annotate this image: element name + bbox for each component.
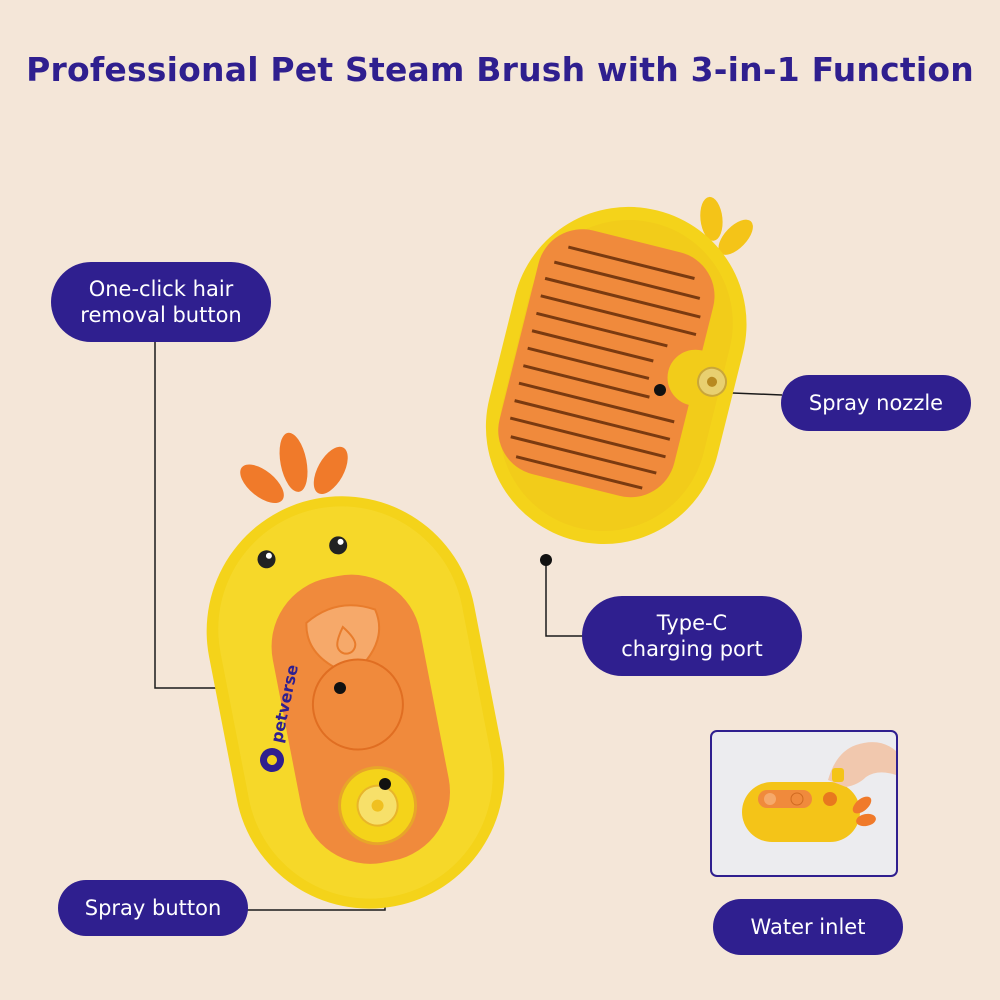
callout-hair-removal-line2: removal button (80, 303, 242, 327)
callout-hair-removal: One-click hair removal button (51, 262, 271, 342)
water-inlet-inset (710, 730, 898, 877)
callout-water-inlet-label: Water inlet (750, 915, 866, 939)
leader-type-c (545, 560, 584, 637)
callout-type-c-line1: Type-C (656, 611, 728, 635)
callout-spray-nozzle: Spray nozzle (781, 375, 971, 431)
dot-type-c (540, 554, 552, 566)
page-title: Professional Pet Steam Brush with 3-in-1… (26, 50, 974, 89)
callout-hair-removal-line1: One-click hair (88, 277, 234, 301)
crown-front (240, 432, 348, 503)
callout-spray-button-label: Spray button (84, 896, 222, 920)
bristles (509, 245, 701, 490)
water-drop-icon (336, 625, 357, 655)
callout-spray-nozzle-label: Spray nozzle (808, 391, 944, 415)
brush-back (485, 196, 753, 545)
dot-spray-nozzle (654, 384, 666, 396)
callout-type-c: Type-C charging port (582, 596, 802, 676)
dot-hair-removal (334, 682, 346, 694)
hair-removal-button (311, 658, 404, 751)
callout-water-inlet: Water inlet (713, 899, 903, 955)
droplet-button (305, 604, 381, 677)
bristle-pad (498, 229, 715, 498)
dot-spray-button (379, 778, 391, 790)
brush-front (206, 432, 505, 909)
callout-type-c-line2: charging port (621, 637, 763, 661)
callout-spray-button: Spray button (58, 880, 248, 936)
